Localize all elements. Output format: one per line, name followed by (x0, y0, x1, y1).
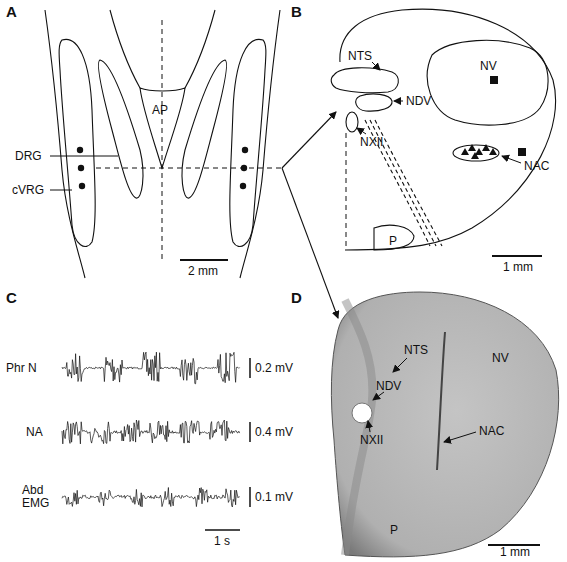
panel-letter: A (6, 4, 17, 20)
leader-line (50, 190, 72, 191)
signal-name: Abd EMG (22, 484, 50, 510)
section-arrow (282, 168, 338, 318)
structure-label: cVRG (12, 184, 44, 197)
cvrg-dots (77, 147, 248, 189)
scale-bars (205, 358, 250, 530)
structure-label: P (390, 524, 398, 537)
scale-bar (492, 255, 542, 257)
brainstem-dorsal-view (45, 10, 280, 278)
structure-label: NXII (360, 434, 383, 447)
structure-label: NXII (360, 136, 383, 149)
scale-label: 0.1 mV (255, 491, 293, 504)
signal-trace (62, 352, 240, 384)
recording-traces (62, 352, 240, 507)
structure-label: NTS (404, 344, 428, 357)
panel-letter: B (291, 4, 302, 20)
scale-label: 1 s (214, 535, 230, 548)
midline (346, 133, 347, 248)
panel-letter: D (291, 290, 302, 306)
leader-line (50, 156, 118, 157)
recording-site-triangles (461, 144, 497, 159)
section-level (96, 168, 282, 169)
structure-label: NTS (348, 50, 372, 63)
structure-label: NV (480, 60, 497, 73)
scale-label: 1 mm (500, 546, 530, 559)
recording-site-square (518, 148, 526, 156)
panel-letter: C (6, 290, 17, 306)
signal-trace (62, 420, 240, 444)
leader-arrows (357, 62, 521, 163)
scale-label: 0.4 mV (255, 426, 293, 439)
recording-site-square (490, 76, 498, 84)
signal-trace (62, 488, 240, 508)
scale-label: 0.2 mV (255, 362, 293, 375)
structure-label: NAC (479, 425, 504, 438)
section-schematic (331, 9, 555, 250)
structure-label: NAC (524, 160, 549, 173)
structure-label: NDV (406, 95, 431, 108)
central-canal (352, 403, 372, 423)
midline (162, 20, 163, 260)
tissue-texture (345, 300, 372, 555)
structure-label: AP (152, 104, 168, 117)
structure-label: P (389, 235, 397, 248)
scale-label: 2 mm (188, 265, 218, 278)
section-arrow (282, 112, 336, 168)
structure-label: NDV (376, 380, 401, 393)
brainstem-section-photo (331, 292, 558, 557)
structure-label: DRG (15, 150, 42, 163)
structure-label: NV (492, 352, 509, 365)
scale-bar (180, 259, 228, 261)
scale-label: 1 mm (503, 261, 533, 274)
signal-name: NA (26, 426, 43, 439)
signal-name: Phr N (6, 362, 37, 375)
leader-arrows (368, 358, 476, 442)
electrode-track (437, 332, 445, 470)
